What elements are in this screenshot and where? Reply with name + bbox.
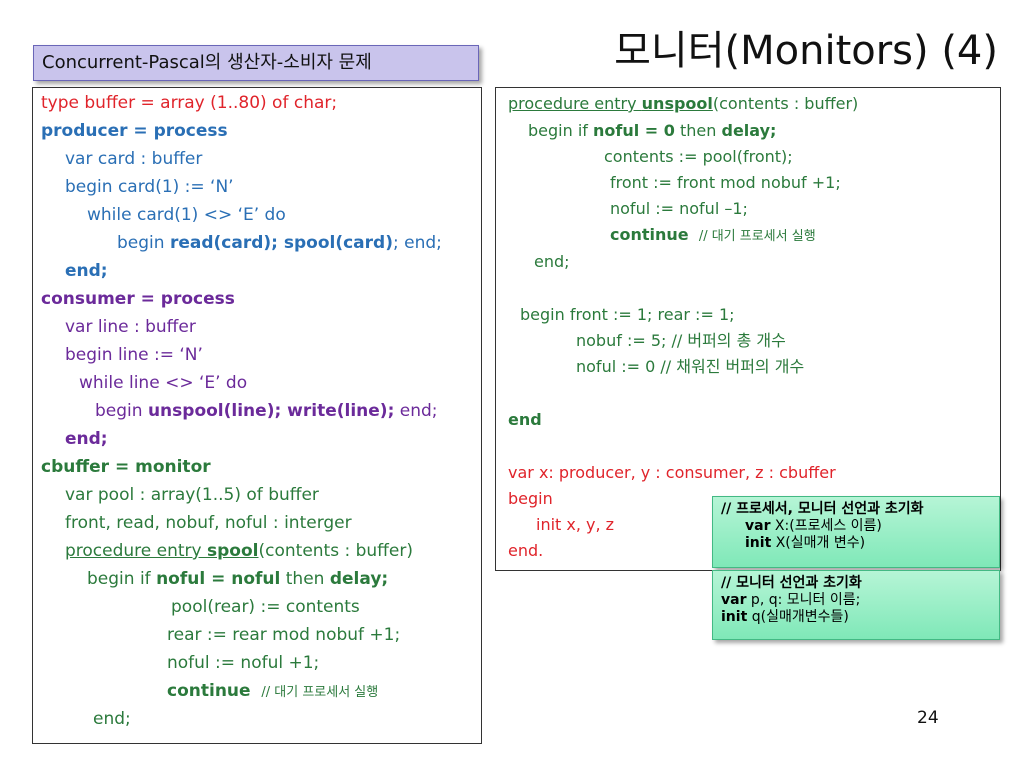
code-line-noful-init: noful := 0 // 채워진 버퍼의 개수 — [576, 357, 805, 376]
code-line-while-line: while line <> ‘E’ do — [79, 373, 248, 393]
code-line-nobuf: nobuf := 5; // 버퍼의 총 개수 — [576, 331, 786, 350]
note1-init-line: init X(실매개 변수) — [745, 535, 866, 551]
note1-var-line: var X:(프로세스 이름) — [745, 518, 882, 534]
code-line-var-card: var card : buffer — [65, 149, 203, 169]
code-line-end-unspool: end; — [534, 252, 570, 271]
code-line-contents-pool: contents := pool(front); — [604, 147, 793, 166]
unspool-code-panel: procedure entry unspool(contents : buffe… — [495, 87, 1001, 571]
code-line-type-buffer: type buffer = array (1..80) of char; — [41, 93, 338, 113]
note2-heading: // 모니터 선언과 초기화 — [721, 575, 862, 591]
monitor-declaration-note: // 모니터 선언과 초기화 var p, q: 모니터 이름; init q(… — [712, 570, 1000, 640]
code-line-end-main: end. — [508, 541, 544, 560]
code-line-begin-card: begin card(1) := ‘N’ — [65, 177, 234, 197]
code-line-continue-unspool: continue // 대기 프로세서 실행 — [610, 225, 816, 244]
code-line-procedure-spool: procedure entry spool(contents : buffer) — [65, 541, 413, 561]
code-line-end-spool: end; — [93, 709, 131, 729]
code-line-begin-if-spool: begin if noful = noful then delay; — [87, 569, 389, 589]
code-line-front-read: front, read, nobuf, noful : interger — [65, 513, 352, 533]
code-line-end-monitor: end — [508, 410, 542, 429]
slide-title: 모니터(Monitors) (4) — [614, 28, 998, 74]
code-line-begin-if-unspool: begin if noful = 0 then delay; — [528, 121, 777, 140]
code-line-init-xyz: init x, y, z — [536, 515, 615, 534]
code-line-end-consumer: end; — [65, 429, 108, 449]
code-line-begin-main: begin — [508, 489, 553, 508]
code-line-begin-front: begin front := 1; rear := 1; — [520, 305, 735, 324]
code-line-noful-dec: noful := noful –1; — [610, 199, 748, 218]
code-line-cbuffer: cbuffer = monitor — [41, 457, 211, 477]
code-line-continue-spool: continue // 대기 프로세서 실행 — [167, 681, 379, 701]
code-line-producer: producer = process — [41, 121, 228, 141]
code-line-front-mod: front := front mod nobuf +1; — [610, 173, 841, 192]
code-line-noful-inc: noful := noful +1; — [167, 653, 320, 673]
code-line-var-xyz: var x: producer, y : consumer, z : cbuff… — [508, 463, 836, 482]
code-line-consumer: consumer = process — [41, 289, 235, 309]
note2-init-line: init q(실매개변수들) — [721, 609, 849, 625]
note1-heading: // 프로세서, 모니터 선언과 초기화 — [721, 501, 924, 517]
code-line-var-pool: var pool : array(1..5) of buffer — [65, 485, 319, 505]
code-line-procedure-unspool: procedure entry unspool(contents : buffe… — [508, 94, 859, 113]
code-line-end-producer: end; — [65, 261, 108, 281]
page-number: 24 — [917, 708, 939, 728]
code-line-unspool-write: begin unspool(line); write(line); end; — [95, 401, 438, 421]
code-line-while-card: while card(1) <> ‘E’ do — [87, 205, 286, 225]
note2-var-line: var p, q: 모니터 이름; — [721, 592, 861, 608]
process-monitor-declaration-note: // 프로세서, 모니터 선언과 초기화 var X:(프로세스 이름) ini… — [712, 496, 1000, 568]
code-line-rear-mod: rear := rear mod nobuf +1; — [167, 625, 401, 645]
code-line-begin-line: begin line := ‘N’ — [65, 345, 203, 365]
code-line-var-line: var line : buffer — [65, 317, 196, 337]
topic-label: Concurrent-Pascal의 생산자-소비자 문제 — [33, 45, 479, 81]
code-line-read-spool: begin read(card); spool(card); end; — [117, 233, 442, 253]
producer-consumer-code-panel: type buffer = array (1..80) of char; pro… — [32, 87, 482, 744]
code-line-pool-rear: pool(rear) := contents — [171, 597, 360, 617]
